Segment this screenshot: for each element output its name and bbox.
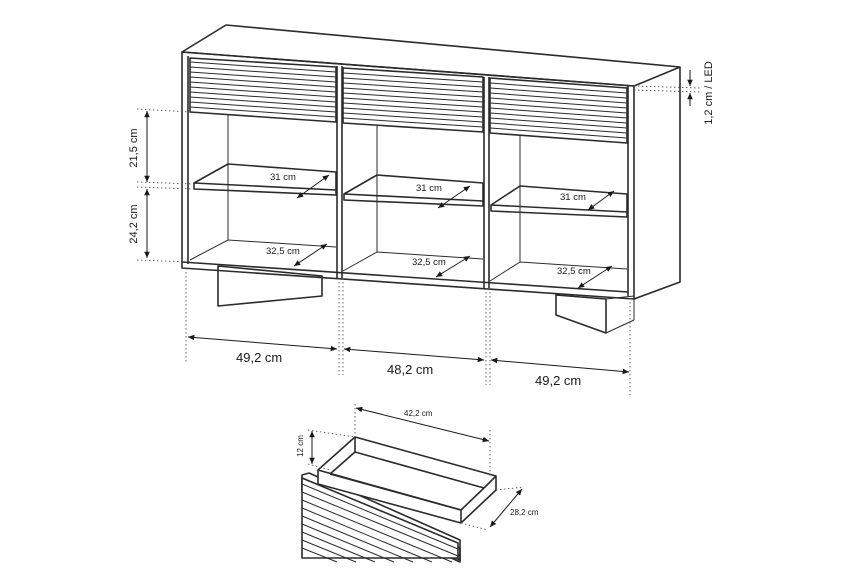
leg-left: [217, 265, 323, 307]
dim-line-drawer-depth: [489, 488, 523, 528]
label-drawer-depth: 28,2 cm: [510, 508, 539, 517]
dim-line-width-left: [187, 334, 338, 352]
sideboard: [181, 24, 681, 334]
label-shelf-depth-middle: 31 cm: [416, 183, 442, 194]
shelf-left: [193, 163, 337, 196]
label-bottom-depth-right: 32,5 cm: [557, 266, 591, 277]
sideboard-right-side: [633, 67, 681, 300]
label-width-right: 49,2 cm: [535, 373, 581, 388]
dim-line-width-right: [490, 357, 630, 375]
label-width-middle: 48,2 cm: [387, 362, 433, 377]
label-drawer-height: 12 cm: [296, 435, 305, 457]
drawer: [301, 436, 497, 563]
label-shelf-depth-right: 31 cm: [560, 192, 586, 203]
label-bottom-depth-middle: 32,5 cm: [412, 257, 446, 268]
dim-line-bottom-depth-left: [293, 243, 328, 267]
shelf-middle: [343, 174, 484, 207]
drawer-front-middle: [342, 67, 484, 133]
dim-line-shelf-depth-middle: [437, 185, 471, 209]
label-width-left: 49,2 cm: [236, 350, 282, 365]
label-height-lower: 24,2 cm: [128, 204, 140, 243]
label-shelf-depth-left: 31 cm: [270, 172, 296, 183]
dim-line-shelf-depth-right: [587, 190, 615, 211]
label-height-upper: 21,5 cm: [128, 128, 140, 167]
leg-right: [555, 294, 607, 334]
dim-line-width-middle: [343, 346, 485, 363]
extension-lines: [136, 85, 701, 395]
dim-line-drawer-width: [355, 406, 490, 443]
label-bottom-depth-left: 32,5 cm: [266, 246, 300, 257]
drawer-front-left: [189, 57, 337, 123]
drawer-front-slats: [301, 483, 459, 563]
label-led: 1,2 cm / LED: [703, 61, 715, 125]
label-drawer-width: 42,2 cm: [404, 409, 433, 418]
dim-line-bottom-depth-middle: [435, 255, 471, 278]
drawer-front-right: [489, 77, 628, 144]
drawer-slatted-front: [301, 477, 459, 559]
bottom-plate: [181, 261, 629, 293]
dim-line-shelf-depth-left: [296, 174, 330, 199]
dim-line-bottom-depth-right: [577, 265, 613, 289]
shelf-right: [490, 185, 628, 218]
